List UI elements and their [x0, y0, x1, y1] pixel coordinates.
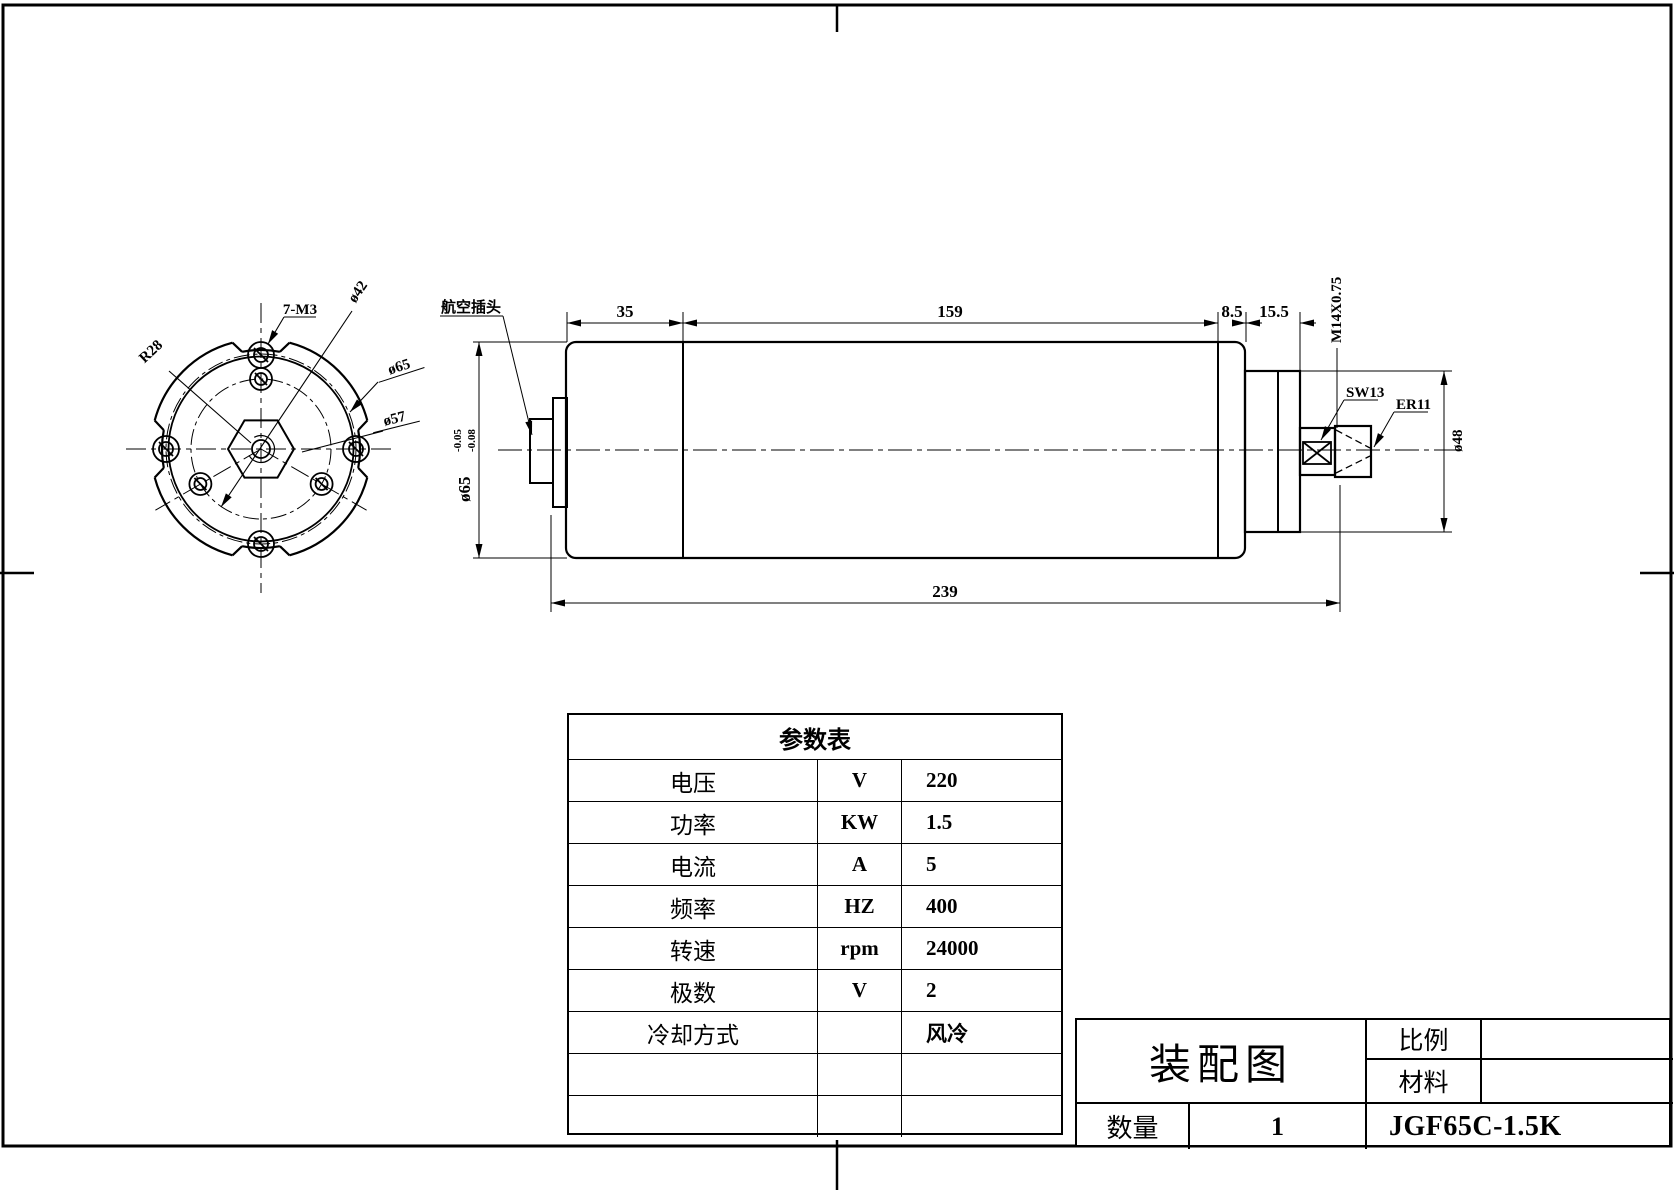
param-value: 5 [926, 852, 937, 876]
quantity-value: 1 [1190, 1104, 1367, 1149]
param-value [902, 1054, 1061, 1095]
table-row: 电流 A 5 [569, 843, 1061, 885]
param-name [569, 1096, 818, 1137]
collet-nut [1333, 424, 1373, 479]
param-name [569, 1054, 818, 1095]
param-unit [818, 1054, 902, 1095]
dim-body-length: 159 [937, 302, 963, 321]
center-hexagon [226, 419, 296, 479]
material-value [1480, 1060, 1673, 1104]
param-name: 冷却方式 [569, 1012, 818, 1053]
dim-cap-length: 35 [617, 302, 634, 321]
inner-bolts [188, 367, 334, 496]
scale-value [1480, 1020, 1673, 1060]
param-name: 功率 [569, 802, 818, 843]
drawing-title: 装配图 [1077, 1020, 1367, 1104]
param-name: 转速 [569, 928, 818, 969]
parameter-table-title: 参数表 [779, 726, 851, 754]
table-row: 冷却方式 风冷 [569, 1011, 1061, 1053]
aviation-plug [529, 418, 554, 484]
thread-spec-label: M14X0.75 [1329, 277, 1345, 343]
side-view-dimensions [440, 312, 1452, 612]
param-name: 频率 [569, 886, 818, 927]
material-label: 材料 [1367, 1060, 1480, 1104]
param-unit: V [818, 760, 902, 801]
body-diameter-label: ø65 [455, 477, 474, 503]
bolt-spec-label: 7-M3 [283, 302, 317, 318]
table-row [569, 1053, 1061, 1095]
table-row [569, 1095, 1061, 1137]
param-name: 极数 [569, 970, 818, 1011]
title-block: 装配图 比例 材料 数量 1 JGF65C-1.5K [1075, 1018, 1673, 1149]
param-value: 400 [926, 894, 958, 918]
outer-diameter-label: ø65 [386, 356, 412, 378]
param-unit: V [818, 970, 902, 1011]
param-unit: A [818, 844, 902, 885]
inner-bolt-circle-label: ø42 [345, 278, 371, 306]
dim-ring-length: 8.5 [1221, 302, 1242, 321]
param-value: 220 [926, 768, 958, 792]
param-value [902, 1096, 1061, 1137]
quantity-label: 数量 [1077, 1104, 1190, 1149]
param-unit: rpm [818, 928, 902, 969]
dim-total-length: 239 [932, 582, 958, 601]
table-row: 频率 HZ 400 [569, 885, 1061, 927]
aviation-plug-label: 航空插头 [441, 298, 501, 316]
collet-label: ER11 [1396, 397, 1431, 413]
outer-bolt-circle-label: ø57 [382, 409, 408, 430]
param-value: 24000 [926, 936, 979, 960]
dim-nose-length: 15.5 [1259, 302, 1289, 321]
nose-diameter-label: ø48 [1450, 430, 1466, 453]
wrench-flat-box [1302, 441, 1332, 465]
body-tolerance-upper: -0.05 [452, 429, 464, 452]
sheet-border [0, 3, 1674, 1190]
scale-label: 比例 [1367, 1020, 1480, 1060]
param-value: 2 [926, 978, 937, 1002]
part-number: JGF65C-1.5K [1389, 1110, 1562, 1142]
param-unit [818, 1096, 902, 1137]
param-value: 风冷 [926, 1021, 968, 1046]
table-row: 电压 V 220 [569, 759, 1061, 801]
param-unit [818, 1012, 902, 1053]
table-row: 功率 KW 1.5 [569, 801, 1061, 843]
body-tolerance-lower: -0.08 [466, 429, 478, 452]
table-row: 转速 rpm 24000 [569, 927, 1061, 969]
param-name: 电压 [569, 760, 818, 801]
outer-bolts [152, 341, 370, 558]
param-name: 电流 [569, 844, 818, 885]
wrench-flat-label: SW13 [1346, 385, 1384, 401]
side-view: 35 159 8.5 15.5 239 ø65 -0.05 -0.08 M14X… [440, 277, 1466, 612]
flange-outer-profile [153, 341, 369, 557]
front-view-annotations [168, 310, 384, 508]
param-unit: HZ [818, 886, 902, 927]
table-row: 极数 V 2 [569, 969, 1061, 1011]
param-unit: KW [818, 802, 902, 843]
flange-radius-label: R28 [136, 337, 166, 366]
body-diameter-dim: ø65 -0.05 -0.08 [452, 429, 478, 502]
front-view: 7-M3 ø42 R28 ø65 ø57 [126, 278, 425, 593]
spindle-nose [1243, 369, 1302, 534]
param-value: 1.5 [926, 810, 953, 834]
parameter-table: 参数表 电压 V 220 功率 KW 1.5 电流 A 5 频率 HZ 400 … [567, 713, 1063, 1137]
